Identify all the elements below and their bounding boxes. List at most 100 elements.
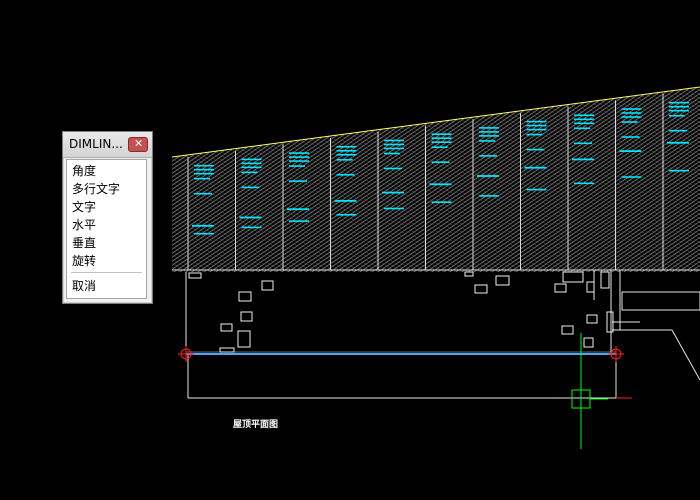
menu-item-mtext[interactable]: 多行文字: [72, 182, 121, 196]
equipment-box: [583, 337, 594, 348]
roof-marker: [334, 199, 357, 202]
roof-marker: [669, 129, 687, 132]
roof-marker: [194, 192, 212, 195]
building-outline: [185, 270, 700, 399]
roof-marker: [289, 160, 309, 162]
roof-marker: [241, 162, 262, 165]
roof-marker: [384, 207, 404, 210]
roof-marker: [194, 172, 214, 175]
roof-marker: [621, 116, 642, 118]
roof-marker: [479, 127, 499, 129]
roof-marker: [574, 122, 594, 125]
equipment-box: [586, 281, 595, 293]
roof-marker: [431, 137, 452, 139]
roof-bays: [187, 93, 664, 270]
crosshair-cursor: [571, 333, 608, 449]
roof-marker: [479, 135, 499, 137]
roof-marker: [431, 133, 452, 135]
roof-marker: [192, 224, 214, 227]
equipment-box: [606, 311, 614, 333]
equipment-boxes: [188, 271, 614, 353]
snap-marker-left: [178, 346, 194, 362]
dimlinear-context-menu[interactable]: DIMLIN... ✕ 角度 多行文字 文字 水平 垂直 旋转 取消: [62, 131, 153, 304]
roof-marker: [431, 141, 452, 143]
equipment-box: [220, 323, 233, 332]
menu-item-vertical[interactable]: 垂直: [72, 236, 97, 250]
equipment-box: [561, 325, 574, 335]
roof-marker: [382, 191, 404, 194]
roof-marker: [289, 156, 309, 158]
equipment-box: [474, 284, 488, 294]
roof-marker: [479, 195, 499, 197]
roof-marker: [336, 153, 357, 156]
roof-marker: [621, 136, 640, 138]
roof-marker: [241, 186, 260, 189]
roof-marker: [526, 128, 547, 131]
roof-marker: [526, 124, 547, 127]
menu-item-horizontal[interactable]: 水平: [72, 218, 97, 232]
roof-marker: [431, 146, 448, 148]
roof-marker: [524, 166, 547, 169]
roof-marker: [479, 155, 497, 157]
menu-item-text[interactable]: 文字: [72, 200, 97, 214]
close-button[interactable]: ✕: [128, 137, 148, 152]
roof-marker: [384, 139, 404, 142]
roof-marker: [384, 167, 402, 170]
menu-separator: [71, 272, 142, 273]
equipment-box: [586, 314, 598, 324]
roof-marker: [241, 171, 258, 174]
roof-marker: [574, 127, 590, 130]
roof-marker: [526, 120, 547, 123]
roof-hatch: [172, 87, 700, 272]
roof-marker: [477, 175, 499, 177]
equipment-box: [261, 280, 274, 291]
roof-marker: [669, 169, 689, 172]
roof-marker: [289, 152, 309, 154]
roof-edge-line: [171, 86, 700, 158]
roof-marker: [336, 149, 357, 152]
roof-marker: [667, 141, 689, 144]
roof-marker: [572, 158, 594, 161]
roof-marker: [431, 161, 450, 163]
roof-marker: [241, 226, 262, 229]
roof-marker: [526, 133, 543, 136]
roof-marker: [336, 158, 353, 161]
roof-marker: [526, 188, 547, 191]
roof-marker: [336, 145, 357, 148]
roof-marker: [194, 164, 214, 167]
roof-marker: [621, 108, 642, 110]
roof-marker: [431, 201, 452, 203]
equipment-box: [562, 271, 584, 283]
menu-list: 角度 多行文字 文字 水平 垂直 旋转 取消: [66, 159, 147, 299]
roof-marker: [574, 182, 594, 185]
roof-markers: [192, 101, 689, 235]
roof-marker: [621, 121, 638, 123]
roof-marker: [669, 105, 689, 108]
roof-marker: [526, 148, 545, 151]
roof-marker: [194, 232, 214, 235]
roof-marker: [289, 180, 307, 182]
menu-item-cancel[interactable]: 取消: [72, 279, 97, 293]
roof-marker: [574, 114, 594, 117]
roof-marker: [669, 109, 689, 112]
snap-marker-right: [608, 346, 624, 362]
roof-marker: [574, 142, 592, 145]
roof-marker: [574, 118, 594, 121]
roof-marker: [336, 213, 357, 216]
roof-marker: [621, 176, 642, 178]
equipment-box: [238, 291, 252, 302]
menu-title-bar[interactable]: DIMLIN... ✕: [63, 132, 152, 158]
roof-marker: [384, 147, 404, 150]
menu-item-angle[interactable]: 角度: [72, 164, 97, 178]
roof-marker: [194, 177, 210, 180]
equipment-box: [495, 275, 510, 286]
roof-marker: [479, 131, 499, 133]
roof-marker: [336, 173, 355, 176]
roof-marker: [287, 208, 309, 211]
equipment-box: [464, 271, 474, 277]
equipment-box: [240, 311, 253, 322]
roof-marker: [241, 166, 262, 169]
roof-marker: [241, 158, 262, 161]
menu-item-rotated[interactable]: 旋转: [72, 254, 97, 268]
